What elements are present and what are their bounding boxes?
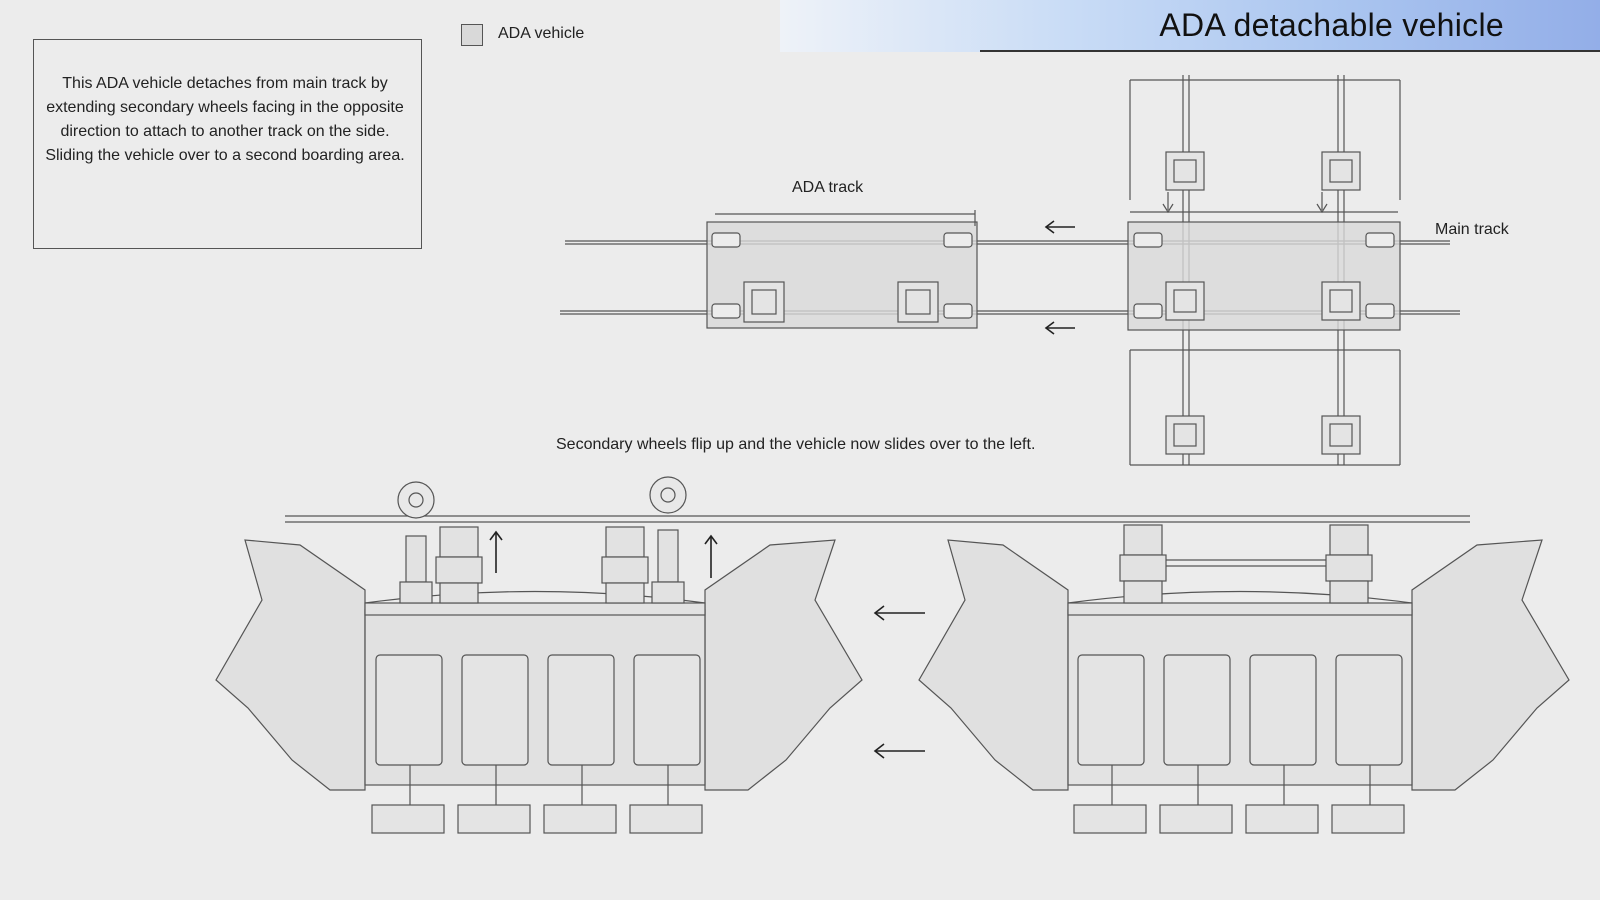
main-vehicle-side-view [918,524,1570,834]
legend-swatch-ada-vehicle [461,24,483,46]
side-view-up-arrows [489,530,718,578]
legend-label-ada-vehicle: ADA vehicle [498,25,585,42]
top-view-left-arrows [1044,220,1075,335]
side-view-overhead-track [285,515,1470,523]
diagram-caption: Secondary wheels flip up and the vehicle… [556,436,1036,453]
description-box [33,39,422,249]
ada-vehicle-top-view [706,210,978,329]
ada-vehicle-side-view [215,476,863,834]
ada-track-label: ADA track [792,179,864,196]
main-vehicle-top-view [1127,192,1401,331]
side-view-left-arrows [873,605,925,759]
title-banner: ADA detachable vehicle [780,0,1600,52]
main-track-label: Main track [1435,221,1509,238]
page-title: ADA detachable vehicle [1159,7,1504,43]
description-text: This ADA vehicle detaches from main trac… [45,75,405,164]
